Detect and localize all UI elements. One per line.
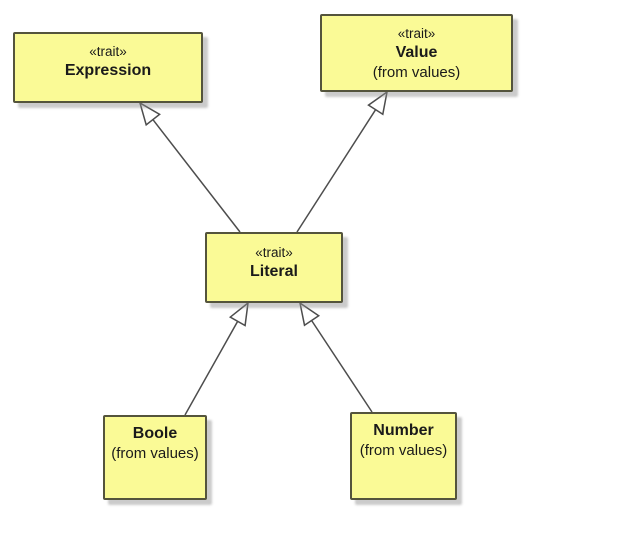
class-node-value: «trait» Value (from values): [320, 14, 513, 92]
hollow-triangle-arrowhead: [298, 301, 321, 327]
generalization-line: [184, 320, 239, 416]
hollow-triangle-arrowhead: [138, 101, 161, 127]
stereotype-label: «trait»: [89, 44, 127, 59]
generalization-literal-to-value: [296, 90, 389, 233]
generalization-number-to-literal: [298, 301, 373, 413]
class-node-expression: «trait» Expression: [13, 32, 203, 103]
generalization-line: [152, 119, 241, 233]
class-name: Value: [395, 44, 438, 61]
hollow-triangle-arrowhead: [367, 90, 389, 116]
class-node-boole: Boole (from values): [103, 415, 207, 500]
generalization-line: [296, 109, 377, 233]
class-name: Expression: [64, 62, 152, 79]
class-node-literal: «trait» Literal: [205, 232, 343, 303]
stereotype-label: «trait»: [397, 26, 436, 41]
generalization-line: [310, 320, 373, 413]
class-name: Literal: [249, 263, 298, 280]
package-label: (from values): [372, 64, 461, 81]
package-label: (from values): [111, 445, 199, 462]
class-name: Boole: [132, 425, 178, 442]
generalization-literal-to-expression: [138, 101, 241, 233]
class-node-number: Number (from values): [350, 412, 457, 500]
hollow-triangle-arrowhead: [228, 301, 249, 327]
stereotype-label: «trait»: [255, 245, 293, 260]
generalization-boole-to-literal: [184, 301, 249, 416]
package-label: (from values): [359, 442, 448, 459]
class-name: Number: [373, 422, 434, 439]
